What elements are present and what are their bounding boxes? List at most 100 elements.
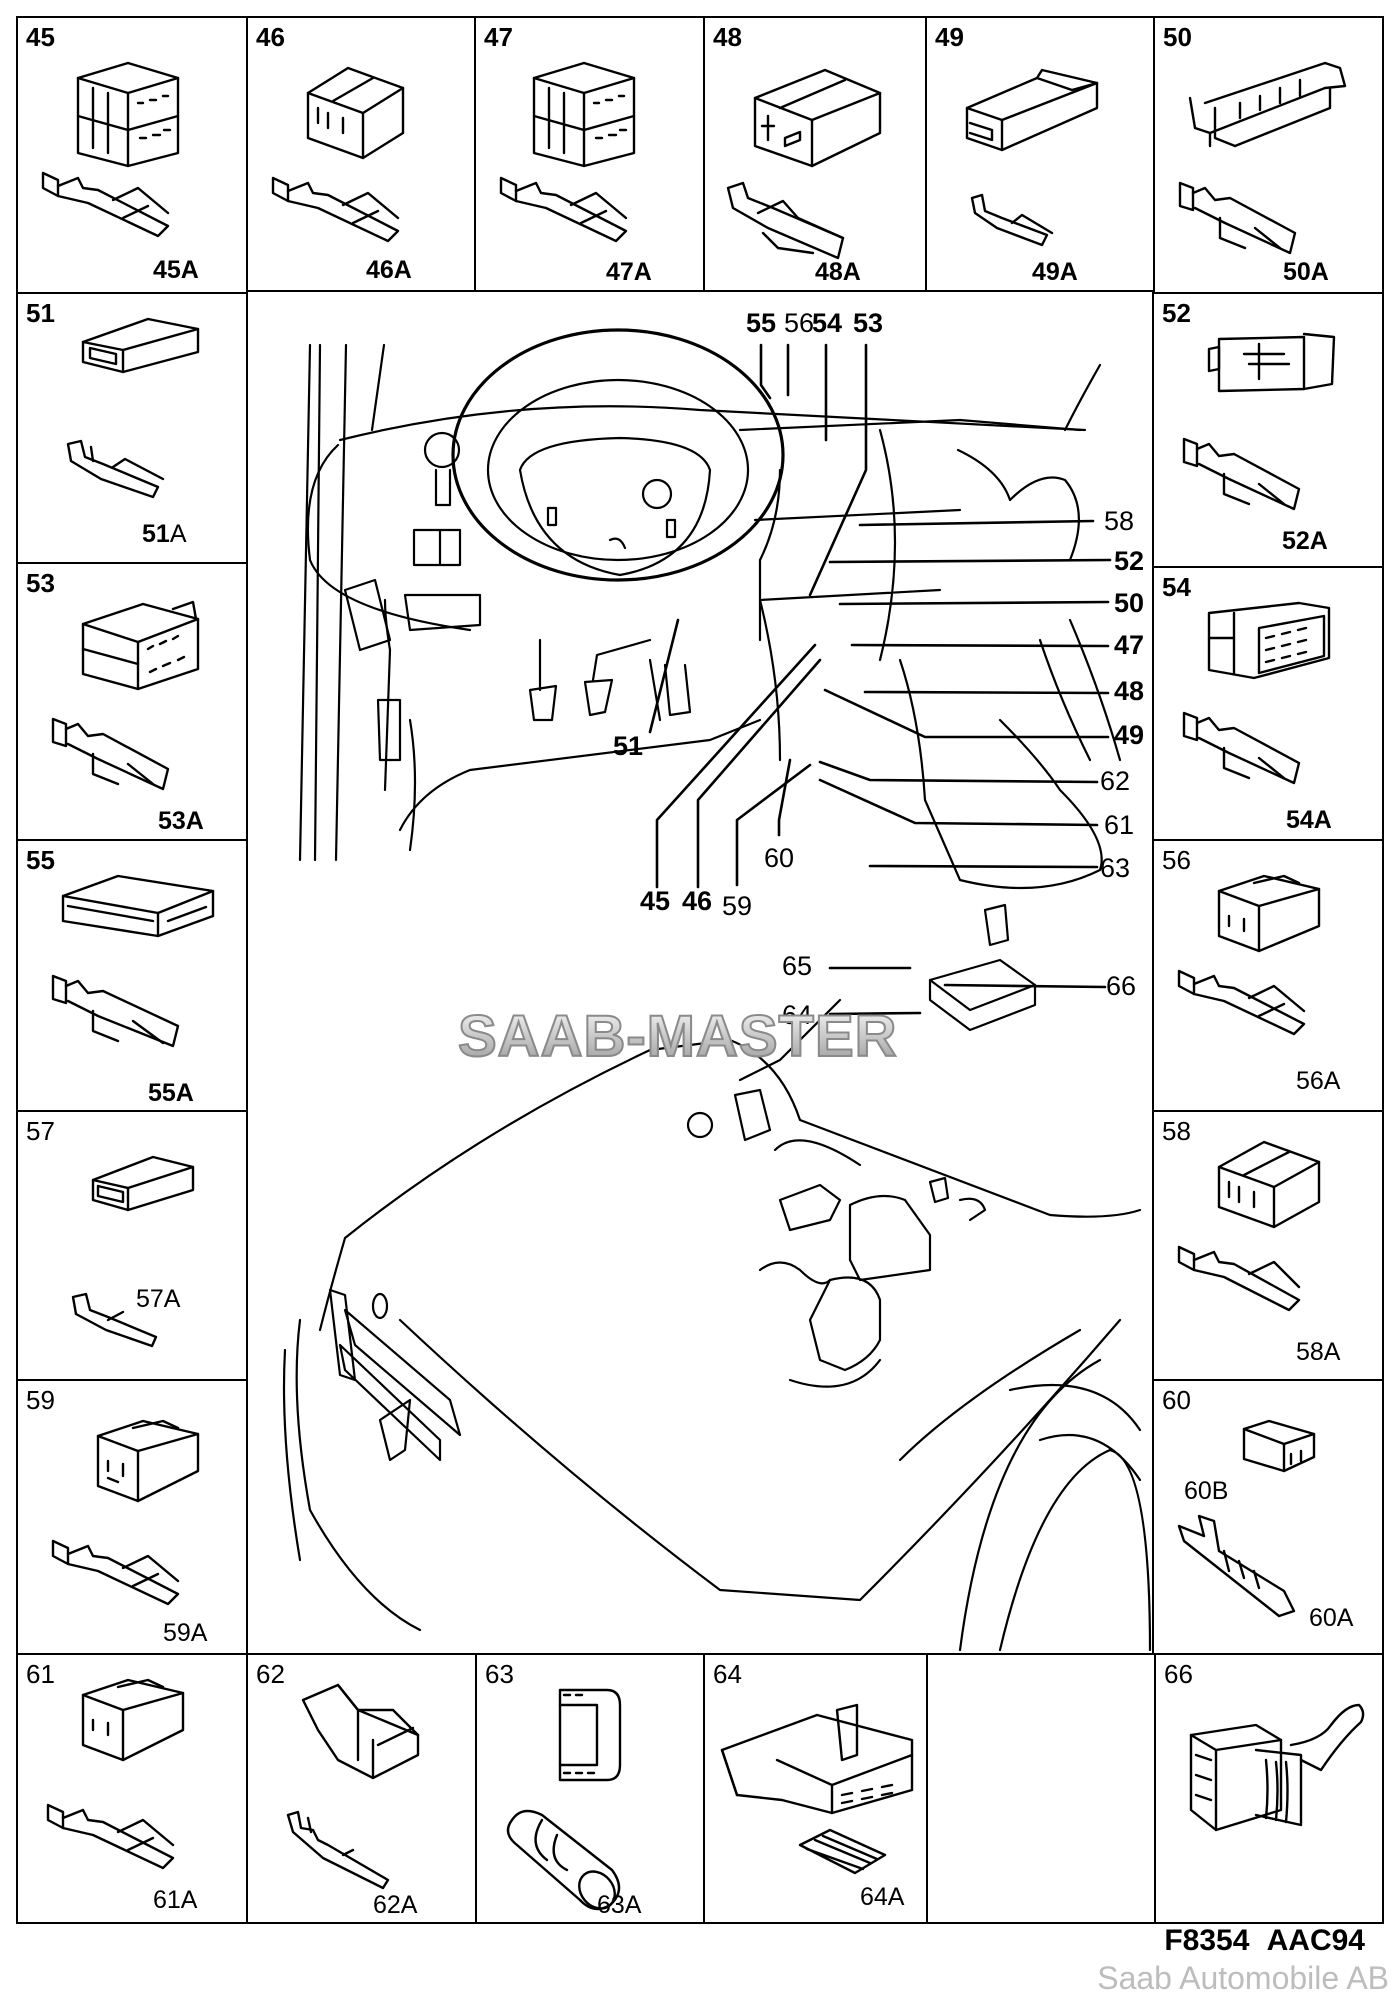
connector-multi-block-icon [68, 58, 198, 168]
connector-round-icon [552, 1685, 627, 1785]
part-cell-66[interactable]: 66 [1154, 1653, 1384, 1924]
callout-63[interactable]: 63 [1100, 853, 1131, 883]
connector-flat-wide-icon [58, 871, 218, 941]
terminal-strip-icon [795, 1825, 890, 1875]
callout-55[interactable]: 55 [746, 308, 777, 338]
watermark: SAAB-MASTER [457, 1004, 898, 1069]
part-cell-58[interactable]: 58 58A [1152, 1110, 1384, 1381]
vehicle-illustration-panel [246, 290, 1154, 1655]
part-cell-63[interactable]: 63 63A [475, 1653, 705, 1924]
terminal-number: 57A [136, 1285, 181, 1313]
terminal-number: 53A [158, 807, 204, 835]
part-cell-53[interactable]: 53 53A [16, 562, 248, 841]
part-cell-47[interactable]: 47 47A [474, 16, 705, 294]
terminal-number: 64A [860, 1883, 905, 1911]
terminal-small-icon [967, 193, 1057, 248]
part-number: 51 [26, 298, 55, 328]
connector-sealed-icon [78, 1675, 188, 1765]
terminal-number: 60A [1309, 1604, 1354, 1632]
callout-53[interactable]: 53 [853, 308, 884, 338]
part-number: 45 [26, 22, 55, 52]
part-number: 63 [485, 1659, 514, 1689]
part-cell-55[interactable]: 55 55A [16, 839, 248, 1112]
callout-60[interactable]: 60 [764, 843, 795, 873]
callout-62[interactable]: 62 [1100, 766, 1131, 796]
terminal-female-icon [1174, 966, 1314, 1041]
part-cell-48[interactable]: 48 48A [703, 16, 928, 294]
callout-45[interactable]: 45 [640, 886, 671, 916]
part-cell-51[interactable]: 51 51A [16, 292, 248, 564]
callout-59[interactable]: 59 [722, 891, 753, 921]
callout-66[interactable]: 66 [1106, 971, 1137, 1001]
terminal-number: 48A [815, 258, 861, 286]
connector-latched-icon [1204, 329, 1339, 399]
part-cell-52[interactable]: 52 52A [1152, 292, 1384, 568]
part-number: 58 [1162, 1116, 1191, 1146]
part-number: 54 [1162, 572, 1191, 602]
part-cell-46[interactable]: 46 46A [246, 16, 476, 294]
part-cell-60[interactable]: 60 60B 60A [1152, 1379, 1384, 1655]
part-cell-49[interactable]: 49 49A [925, 16, 1156, 294]
part-number: 59 [26, 1385, 55, 1415]
part-cell-56[interactable]: 56 56A [1152, 839, 1384, 1112]
terminal-female-icon [48, 714, 178, 794]
part-number: 53 [26, 568, 55, 598]
part-number: 56 [1162, 845, 1191, 875]
terminal-number: 55A [148, 1079, 194, 1107]
part-number: 64 [713, 1659, 742, 1689]
terminal-female-icon [1175, 178, 1305, 258]
callout-58[interactable]: 58 [1104, 506, 1135, 536]
callout-50[interactable]: 50 [1114, 588, 1145, 618]
callout-61[interactable]: 61 [1104, 810, 1135, 840]
terminal-small-icon [63, 439, 168, 499]
terminal-number: 46A [366, 256, 412, 284]
connector-boot-icon [1181, 1700, 1371, 1835]
connector-latched-icon [1185, 58, 1350, 153]
part-cell-45[interactable]: 45 45A [16, 16, 248, 294]
callout-65[interactable]: 65 [782, 951, 813, 981]
callout-48[interactable]: 48 [1114, 676, 1145, 706]
terminal-pin-icon [283, 1810, 393, 1890]
callout-64[interactable]: 64 [782, 1002, 812, 1029]
terminal-number: 47A [606, 258, 652, 286]
callout-51[interactable]: 51 [613, 731, 644, 761]
part-number: 55 [26, 845, 55, 875]
part-cell-61[interactable]: 61 61A [16, 1653, 248, 1924]
terminal-female-icon [38, 168, 178, 238]
terminal-number-suffix: A [169, 520, 187, 548]
callout-54[interactable]: 54 [812, 308, 843, 338]
terminal-female-icon [48, 971, 188, 1051]
copyright-notice: Saab Automobile AB [1097, 1960, 1389, 1996]
part-cell-57[interactable]: 57 57A [16, 1110, 248, 1381]
callout-47[interactable]: 47 [1114, 630, 1145, 660]
callout-46[interactable]: 46 [682, 886, 713, 916]
connector-single-icon [962, 68, 1102, 153]
connector-sealed-icon [93, 1416, 203, 1506]
part-number: 61 [26, 1659, 55, 1689]
terminal-number-base: 51 [142, 520, 170, 548]
terminal-small-icon [68, 1292, 163, 1348]
connector-box-icon [750, 68, 885, 168]
terminal-female-icon [1179, 708, 1309, 788]
terminal-number: 62A [373, 1891, 418, 1919]
part-cell-62[interactable]: 62 62A [246, 1653, 477, 1924]
part-cell-54[interactable]: 54 54A [1152, 566, 1384, 841]
terminal-coax-icon [502, 1805, 632, 1915]
terminal-number: 56A [1296, 1067, 1341, 1095]
callout-52[interactable]: 52 [1114, 546, 1145, 576]
part-number: 49 [935, 22, 964, 52]
callout-56[interactable]: 56 [784, 308, 815, 338]
terminal-number: 63A [597, 1891, 642, 1919]
part-number: 50 [1163, 22, 1192, 52]
part-number: 66 [1164, 1659, 1193, 1689]
part-cell-64[interactable]: 64 64A [703, 1653, 928, 1924]
connector-multi-pin-icon [1204, 598, 1334, 683]
part-cell-50[interactable]: 50 50A [1153, 16, 1384, 294]
callout-49[interactable]: 49 [1114, 720, 1145, 750]
connector-multi-block-icon [78, 594, 203, 694]
terminal-female-icon [496, 173, 636, 243]
connector-multi-block-icon [524, 58, 654, 168]
connector-flat-wide-icon [298, 1680, 428, 1780]
terminal-female-icon [48, 1536, 188, 1611]
part-cell-59[interactable]: 59 59A [16, 1379, 248, 1655]
